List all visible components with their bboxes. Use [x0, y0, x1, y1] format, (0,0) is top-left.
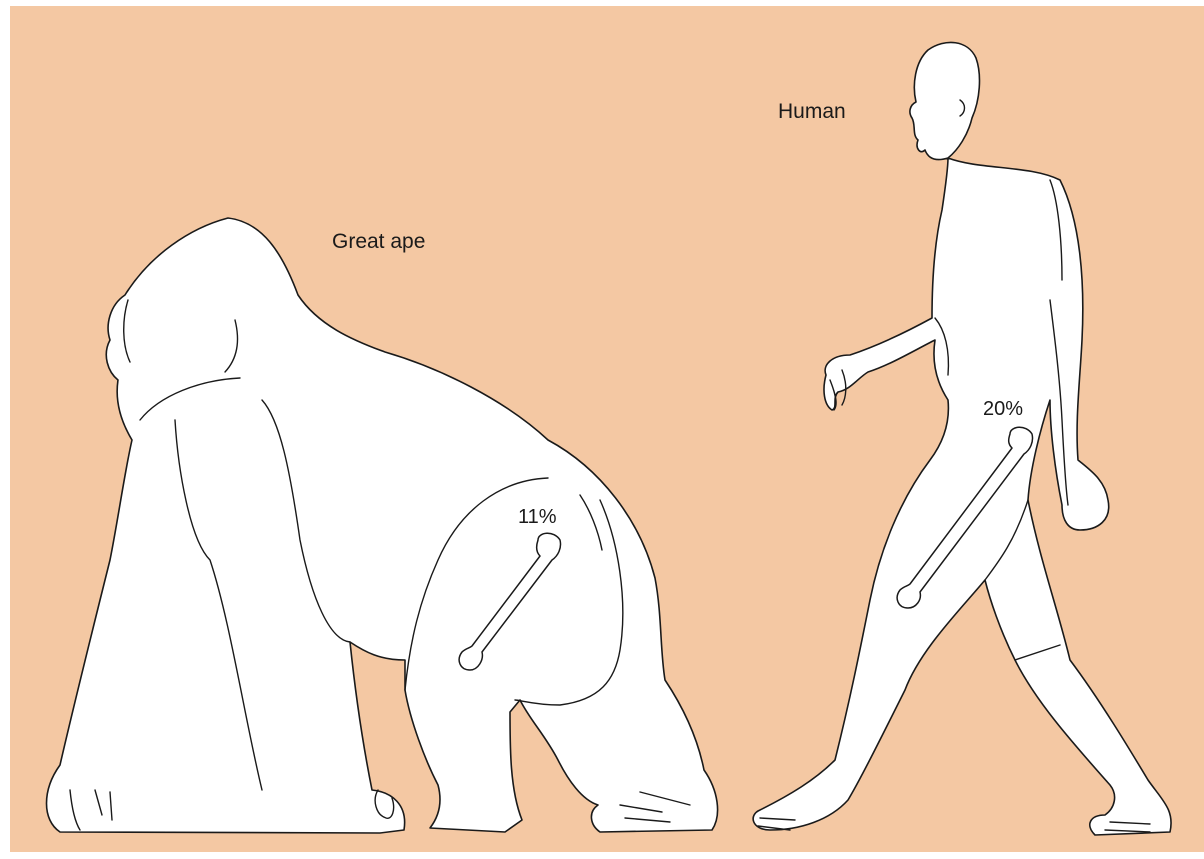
great-ape-body [47, 218, 718, 833]
human-body [753, 42, 1171, 835]
human-label: Human [778, 100, 846, 124]
human-percent-label: 20% [983, 398, 1023, 421]
great-ape-label: Great ape [332, 230, 425, 254]
great-ape-percent-label: 11% [518, 506, 557, 529]
great-ape-figure [47, 218, 718, 833]
human-figure [753, 42, 1171, 835]
